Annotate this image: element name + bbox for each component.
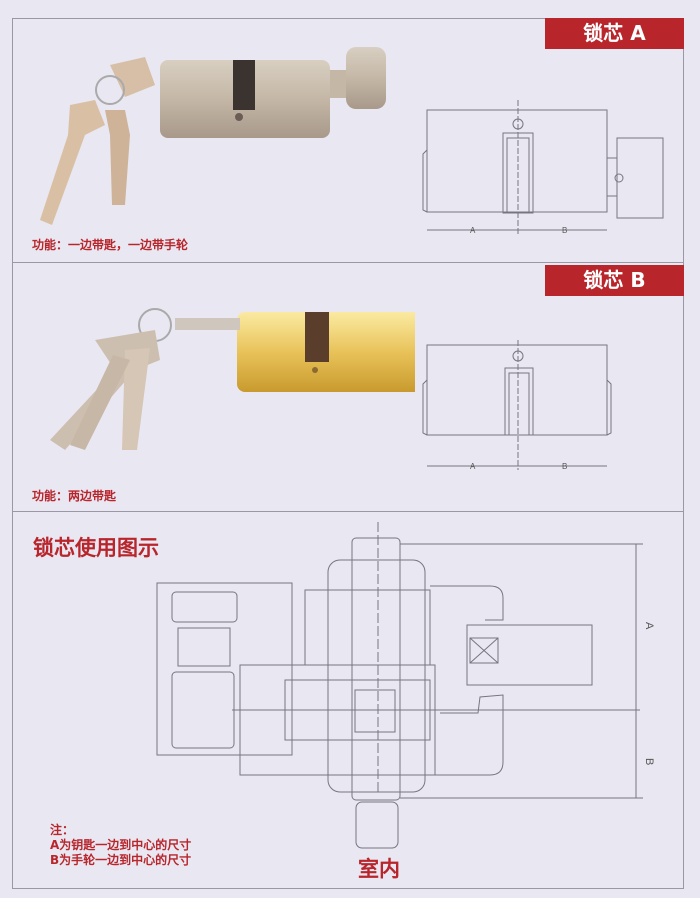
- section-a-title: 锁芯 A: [545, 18, 684, 49]
- note-a: A为钥匙一边到中心的尺寸: [50, 838, 192, 852]
- section-divider: [12, 262, 684, 263]
- usage-dim-a-label: A: [643, 622, 655, 630]
- section-a-function: 功能：一边带匙，一边带手轮: [32, 238, 189, 252]
- usage-diagram: A B: [156, 522, 655, 849]
- dim-a-label: A: [470, 462, 476, 471]
- indoor-label: 室内: [358, 857, 400, 881]
- section-b-function: 功能：两边带匙: [32, 489, 117, 503]
- cylinder-b-drawing: A B: [422, 340, 612, 471]
- cylinder-a-drawing: A B: [422, 100, 664, 235]
- dim-b-label: B: [562, 226, 567, 235]
- usage-notes: 注： A为钥匙一边到中心的尺寸 B为手轮一边到中心的尺寸: [50, 823, 191, 868]
- section-b-title: 锁芯 B: [545, 265, 684, 296]
- page-frame: [12, 18, 684, 889]
- usage-dim-b-label: B: [643, 758, 655, 765]
- cylinder-b-photo: [50, 308, 415, 450]
- section-divider: [12, 511, 684, 512]
- dim-a-label: A: [470, 226, 476, 235]
- usage-title: 锁芯使用图示: [33, 536, 159, 560]
- note-b: B为手轮一边到中心的尺寸: [50, 853, 192, 867]
- note-title: 注：: [50, 823, 75, 837]
- dim-b-label: B: [562, 462, 567, 471]
- cylinder-a-photo: [40, 47, 386, 225]
